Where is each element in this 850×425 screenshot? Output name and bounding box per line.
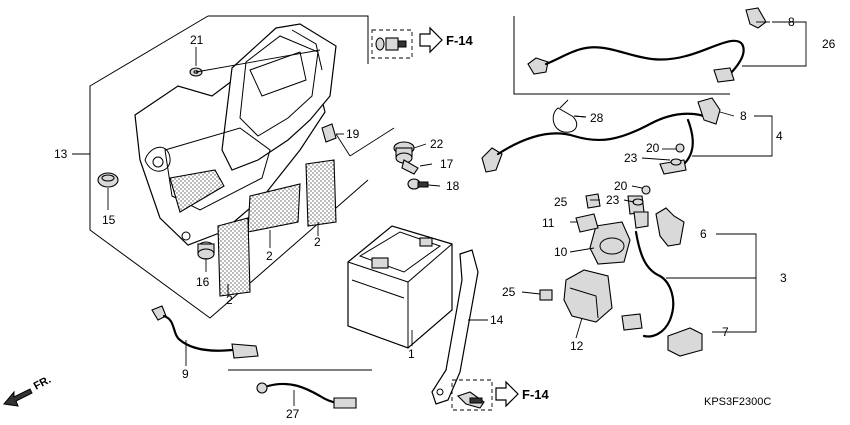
cable-3 [621, 207, 703, 357]
callout-20b: 20 [614, 179, 628, 193]
callout-23a: 23 [624, 151, 638, 165]
cable-tie-28 [552, 99, 578, 133]
callout-2b: 2 [266, 249, 273, 263]
callout-20a: 20 [646, 141, 660, 155]
leader-lines [72, 21, 770, 406]
battery-box-group-outline [89, 15, 369, 319]
callout-19: 19 [346, 127, 360, 141]
battery-band [431, 249, 479, 405]
callout-8a: 8 [788, 15, 795, 29]
callout-3: 3 [780, 271, 787, 285]
callout-8b: 8 [740, 109, 747, 123]
cable-26-group [513, 7, 767, 95]
callout-9: 9 [182, 367, 189, 381]
callout-26: 26 [822, 37, 836, 51]
band-bolt-icon [451, 379, 493, 411]
diagram-code: KPS3F2300C [704, 396, 771, 408]
fuse-box [539, 269, 613, 323]
front-label: FR. [32, 374, 53, 393]
callout-12: 12 [570, 339, 584, 353]
callout-11: 11 [542, 216, 555, 230]
callout-13: 13 [54, 147, 68, 161]
callout-6: 6 [700, 227, 707, 241]
callout-10: 10 [554, 245, 568, 259]
callout-25b: 25 [502, 285, 516, 299]
callout-17: 17 [440, 157, 454, 171]
callout-16: 16 [196, 275, 210, 289]
callout-2c: 2 [314, 235, 321, 249]
cable-9 [151, 305, 259, 359]
front-arrow-icon [3, 388, 33, 407]
nut-icon [632, 143, 685, 206]
callout-27: 27 [286, 407, 300, 421]
cable-27 [228, 369, 372, 409]
callout-28: 28 [590, 111, 604, 125]
callout-23b: 23 [606, 193, 620, 207]
callout-numbers: 21 13 15 16 2 2 2 19 22 17 18 1 14 9 27 … [54, 15, 836, 421]
callout-25a: 25 [554, 195, 568, 209]
foam-pads [217, 159, 337, 297]
battery-box [134, 23, 337, 246]
callout-1: 1 [408, 347, 415, 361]
clip-icon [321, 123, 337, 143]
callout-18: 18 [446, 179, 460, 193]
mount-hardware [393, 141, 429, 190]
bolt-icon [371, 29, 413, 59]
battery [347, 225, 453, 349]
ref-arrow-top [419, 26, 443, 54]
ref-label-top: F-14 [446, 33, 474, 48]
callout-2a: 2 [226, 293, 233, 307]
callout-4: 4 [776, 129, 783, 143]
cable-4 [481, 97, 721, 175]
callout-21: 21 [190, 33, 204, 47]
ref-arrow-bottom [495, 380, 519, 408]
callout-7: 7 [722, 325, 729, 339]
ref-label-bottom: F-14 [522, 387, 550, 402]
callout-22: 22 [430, 137, 444, 151]
callout-brackets [666, 21, 807, 333]
callout-14: 14 [490, 313, 504, 327]
callout-15: 15 [102, 213, 116, 227]
